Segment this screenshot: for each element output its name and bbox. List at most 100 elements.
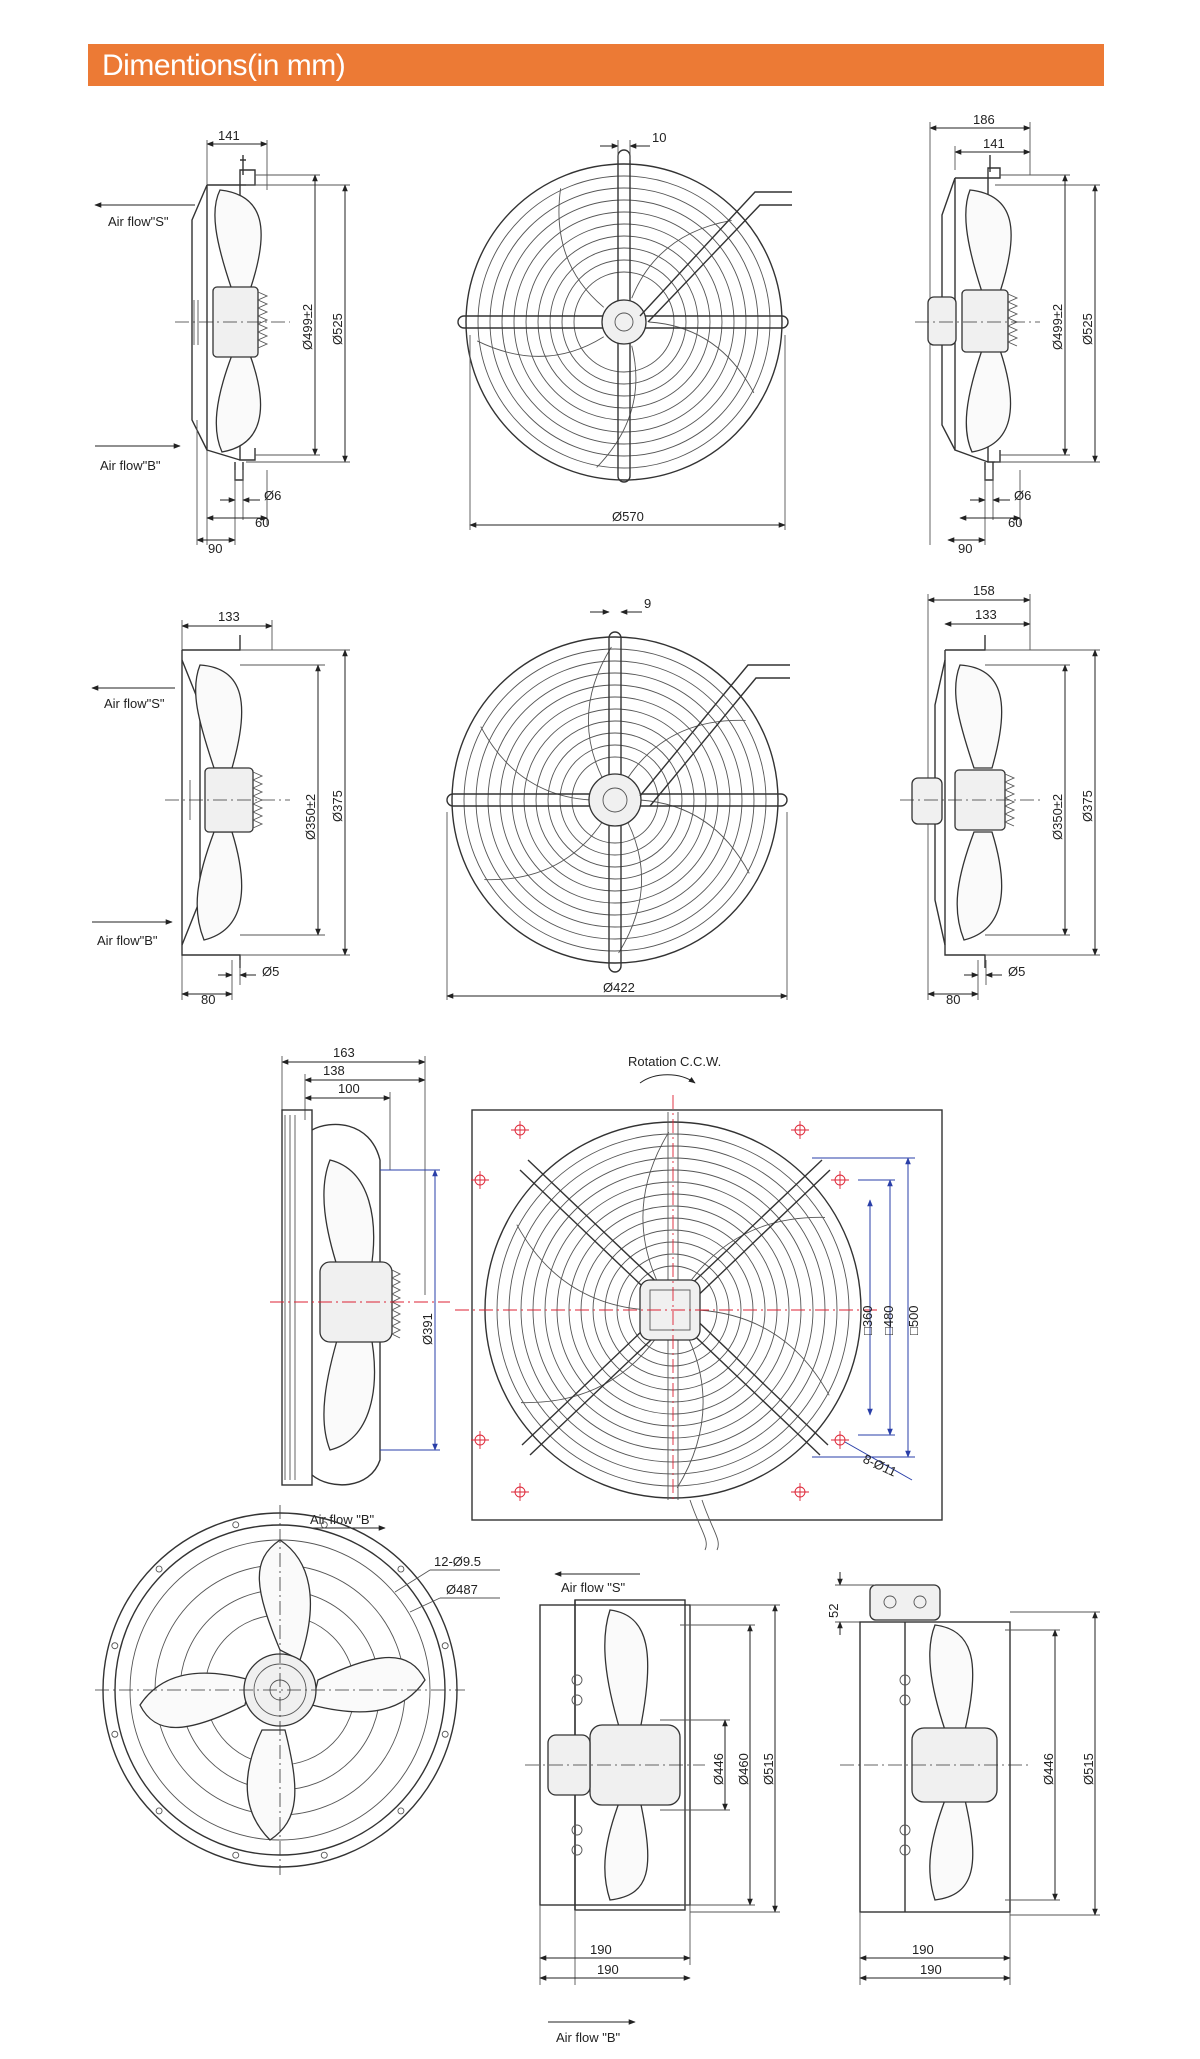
row1-left-side-view: 141 Ø499±2 Ø525 Air flow"S" Air flow"B" [94, 128, 350, 556]
row4-right-duct-view: 52 Ø446 Ø515 190 190 [826, 1572, 1100, 1985]
row3-plate-view: Rotation C.C.W. □360 □480 □500 8-Ø11 [455, 1054, 943, 1551]
dim-6-r: Ø6 [1014, 488, 1031, 503]
flange-hole [155, 1565, 163, 1573]
section-title: Dimentions(in mm) [102, 49, 346, 82]
grill-ring [573, 271, 675, 373]
grill-ring [571, 756, 659, 844]
dim-460: Ø460 [736, 1753, 751, 1785]
dim-138: 138 [323, 1063, 345, 1078]
dim-6: Ø6 [264, 488, 281, 503]
fan-blade-outline [639, 799, 750, 874]
grill-ring [511, 696, 719, 904]
flange-hole [111, 1730, 119, 1738]
airflow-b-label: Air flow"B" [100, 458, 161, 473]
fan-blade-outline [480, 726, 591, 801]
airflow-b-label-4: Air flow "B" [556, 2030, 621, 2045]
dim-190-a-r: 190 [912, 1942, 934, 1957]
flange-hole [397, 1565, 405, 1573]
fan-blade-outline [648, 321, 755, 394]
row1-right-side-view: 186 141 Ø499±2 Ø525 Ø6 60 90 [915, 112, 1100, 556]
airflow-b-label-2: Air flow"B" [97, 933, 158, 948]
dim-446: Ø446 [711, 1753, 726, 1785]
dim-360: □360 [860, 1305, 875, 1335]
dim-500: □500 [906, 1305, 921, 1335]
fan-blade-outline [642, 1131, 670, 1289]
fan-blade-outline [558, 188, 605, 308]
flange-hole [232, 1851, 240, 1859]
row3-side-view: 163 138 100 Ø391 Air flow "B" [270, 1045, 450, 1531]
flange-hole [320, 1851, 328, 1859]
dim-515-r: Ø515 [1081, 1753, 1096, 1785]
fan-blade-outline [587, 646, 612, 779]
grill-ring [477, 175, 771, 469]
dim-158: 158 [973, 583, 995, 598]
fan-blade-outline [618, 821, 643, 954]
grill-ring [525, 223, 723, 421]
airflow-s-label-4: Air flow "S" [561, 1580, 626, 1595]
dim-133-r: 133 [975, 607, 997, 622]
grill-ring [513, 211, 735, 433]
fan-blade-outline [484, 821, 603, 881]
dim-190-b: 190 [597, 1962, 619, 1977]
grill-ring [535, 720, 695, 880]
flange-hole [397, 1807, 405, 1815]
dim-80-r: 80 [946, 992, 960, 1007]
dim-12-holes: 12-Ø9.5 [434, 1554, 481, 1569]
grill-ring [487, 672, 743, 928]
dim-90: 90 [208, 541, 222, 556]
airflow-s-label-2: Air flow"S" [104, 696, 165, 711]
dim-5: Ø5 [262, 964, 279, 979]
dim-525: Ø525 [330, 313, 345, 345]
flange-hole [441, 1730, 449, 1738]
row1-front-grill-view: Ø570 10 [457, 130, 792, 530]
fan-blade-outline [631, 219, 732, 299]
rotation-label: Rotation C.C.W. [628, 1054, 721, 1069]
fan-blade-outline [477, 336, 605, 357]
dim-80: 80 [201, 992, 215, 1007]
grill-ring [501, 199, 747, 445]
fan-blade-outline [627, 719, 746, 779]
dim-60: 60 [255, 515, 269, 530]
dim-9: 9 [644, 596, 651, 611]
grill-ring [523, 708, 707, 892]
dim-141-r: 141 [983, 136, 1005, 151]
dim-8-holes: 8-Ø11 [861, 1451, 899, 1479]
grill-ring [475, 660, 755, 940]
dim-190-a: 190 [590, 1942, 612, 1957]
fan-blade-outline [516, 1224, 649, 1311]
dim-350: Ø350±2 [303, 794, 318, 840]
dim-499: Ø499±2 [300, 304, 315, 350]
flange-hole [320, 1521, 328, 1529]
flange-hole [441, 1642, 449, 1650]
dim-499-r: Ø499±2 [1050, 304, 1065, 350]
row4-middle-duct-view: Air flow "S" Ø446 Ø460 Ø515 190 190 Air … [525, 1571, 780, 2045]
dim-100: 100 [338, 1081, 360, 1096]
dim-350-r: Ø350±2 [1050, 794, 1065, 840]
grill-ring [489, 187, 759, 457]
dim-60-r: 60 [1008, 515, 1022, 530]
dim-570: Ø570 [612, 509, 644, 524]
dim-52: 52 [826, 1604, 841, 1618]
grill-ring [499, 684, 731, 916]
dim-163: 163 [333, 1045, 355, 1060]
row4-front-ring-view: 12-Ø9.5 Ø487 [95, 1505, 500, 1875]
row2-right-side-view: 158 133 Ø350±2 Ø375 Ø5 80 [900, 583, 1100, 1007]
airflow-s-label: Air flow"S" [108, 214, 169, 229]
dim-375: Ø375 [330, 790, 345, 822]
fan-blade-outline [596, 345, 637, 468]
airflow-b-label-3: Air flow "B" [310, 1512, 375, 1527]
fan-blade-outline [520, 1331, 661, 1404]
dim-10: 10 [652, 130, 666, 145]
grill-ring [549, 247, 699, 397]
grill-ring [547, 732, 683, 868]
flange-hole [232, 1521, 240, 1529]
grill-ring [463, 648, 767, 952]
dim-190-b-r: 190 [920, 1962, 942, 1977]
grill-ring [561, 259, 687, 385]
dim-133: 133 [218, 609, 240, 624]
grill-ring [559, 744, 671, 856]
dim-515: Ø515 [761, 1753, 776, 1785]
flange-hole [111, 1642, 119, 1650]
dim-446-r: Ø446 [1041, 1753, 1056, 1785]
